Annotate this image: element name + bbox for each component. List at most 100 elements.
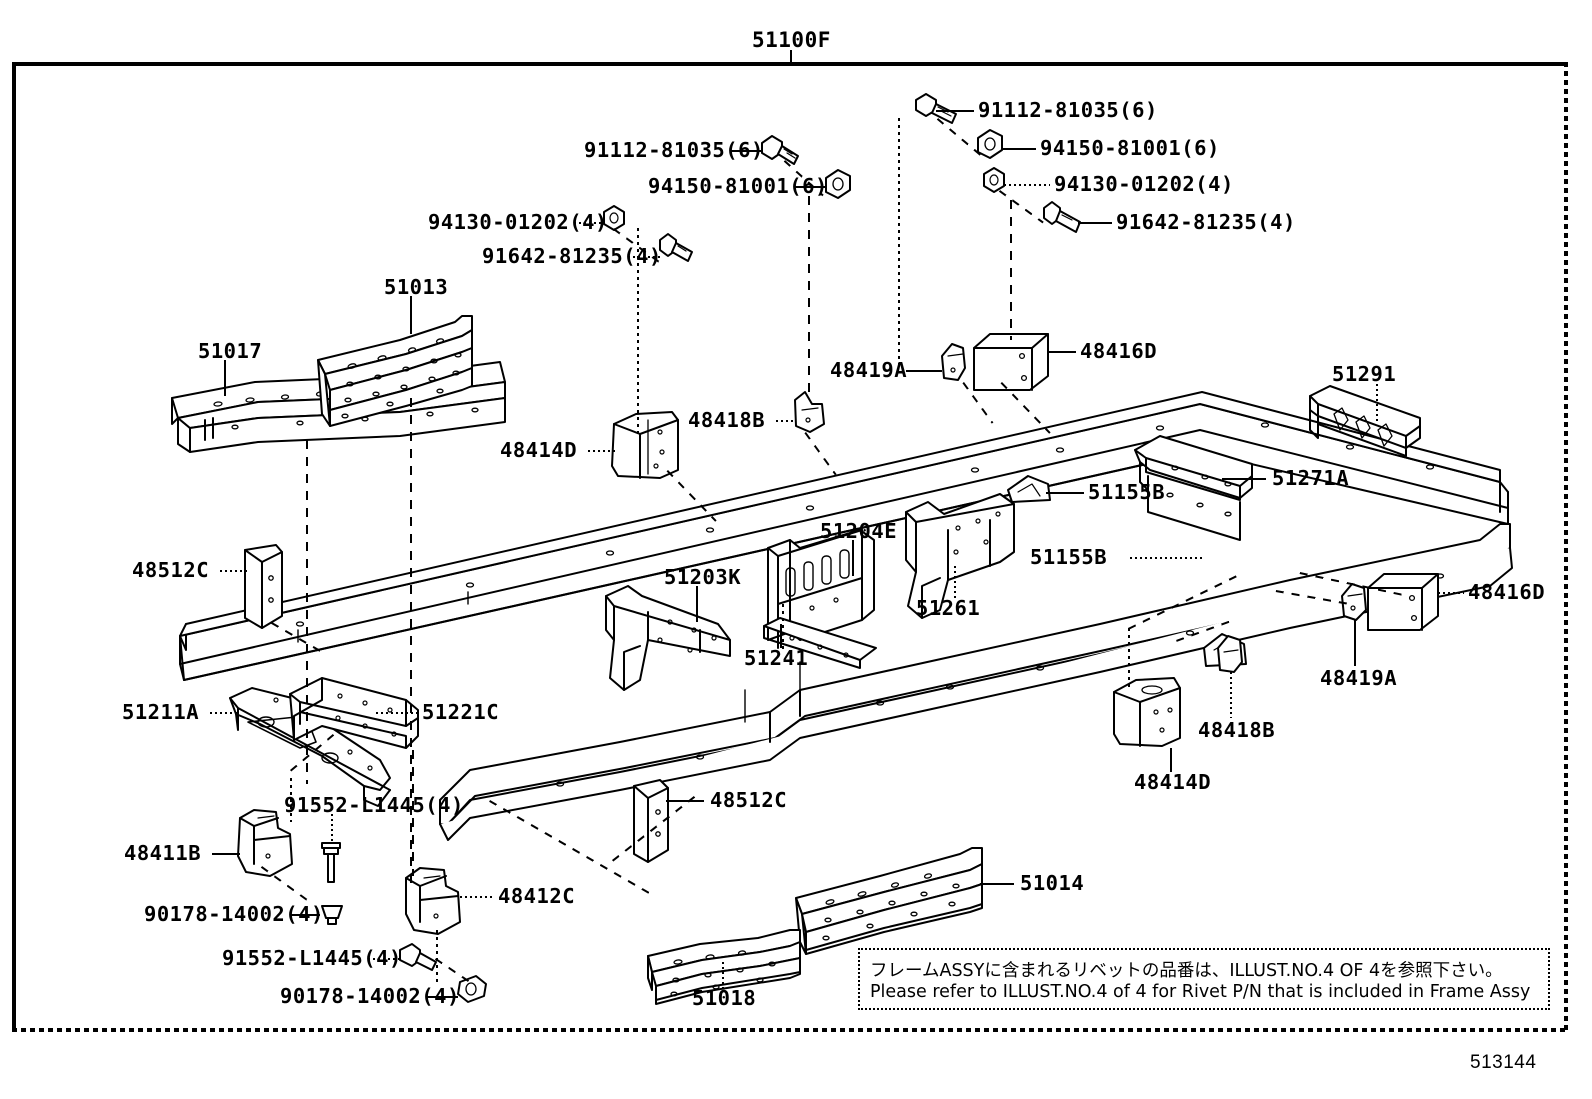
leader-91112-right [936,110,974,112]
leader-91552-upper [331,814,333,844]
leader-48411B [212,853,240,855]
bolt-91552-upper [322,843,340,882]
callout-51211A: 51211A [122,700,200,724]
leader-91552-lower [368,958,400,960]
callout-51014: 51014 [1020,871,1085,895]
nut-90178-upper [322,906,342,924]
callout-90178-14002-upper: 90178-14002(4) [144,902,324,926]
leader-91112-left [730,150,762,152]
leader-51241 [780,624,782,648]
nut-94130-right [984,168,1004,192]
leader-48512C-lower [666,800,704,802]
rivet-note-english: Please refer to ILLUST.NO.4 of 4 for Riv… [870,982,1531,1002]
callout-48416D-lower: 48416D [1468,580,1546,604]
bolt-91642-right [1044,202,1080,232]
callout-51261: 51261 [916,596,981,620]
bolt-91112-right [916,94,956,123]
callout-94130-01202-left: 94130-01202(4) [428,210,608,234]
construction-line-51221C [412,750,414,876]
leader-51018 [722,962,724,988]
part-48512C-upper-shape [245,545,282,628]
callout-51221C: 51221C [422,700,500,724]
callout-51241: 51241 [744,646,809,670]
leader-48414D-upper [588,450,616,452]
leader-90178-lower [426,996,458,998]
callout-91112-81035-right: 91112-81035(6) [978,98,1158,122]
leader-48414D-lower [1170,748,1172,772]
rivet-note-box: フレームASSYに含まれるリベットの品番は、ILLUST.NO.4 OF 4を参… [858,948,1550,1010]
part-48512C-lower-shape [634,780,668,862]
part-48419A-upper-shape [942,344,965,380]
part-48419A-lower-shape [1342,584,1366,620]
leader-94130-left [574,222,604,224]
callout-51203K: 51203K [664,565,742,589]
leader-94150-right [1002,148,1036,150]
callout-51291: 51291 [1332,362,1397,386]
leader-48419A-lower [1354,620,1356,666]
callout-48414D-upper: 48414D [500,438,578,462]
part-51241-shape [764,618,876,668]
part-48416D-upper-shape [974,334,1048,390]
leader-51155B-lower [1130,557,1202,559]
callout-90178-14002-lower: 90178-14002(4) [280,984,460,1008]
callout-48418B-lower: 48418B [1198,718,1276,742]
nut-94150-left [826,170,850,198]
part-51013-shape [318,316,472,426]
callout-91112-81035-left: 91112-81035(6) [584,138,764,162]
leader-91642-right [1078,222,1112,224]
leader-51271A [1222,478,1266,480]
rivet-note-japanese: フレームASSYに含まれるリベットの品番は、ILLUST.NO.4 OF 4を参… [870,961,1503,981]
callout-94150-81001-left: 94150-81001(6) [648,174,828,198]
construction-line-48411B [290,778,292,822]
leader-51014 [980,883,1014,885]
leader-48512C-upper [220,570,248,572]
callout-91642-81235-left: 91642-81235(4) [482,244,662,268]
leader-48418B-upper [776,420,796,422]
leader-51261 [954,566,956,598]
construction-line-51017 [306,440,308,784]
callout-48414D-lower: 48414D [1134,770,1212,794]
part-48416D-lower-shape [1368,574,1438,630]
callout-91552-L1445-lower: 91552-L1445(4) [222,946,402,970]
bolt-91552-lower [400,944,436,970]
diagram-border-left [12,62,16,1032]
leader-90178-upper [290,914,320,916]
callout-51271A: 51271A [1272,466,1350,490]
nut-90178-lower [458,976,486,1002]
part-51271A-shape [1135,436,1252,540]
part-48414D-upper-shape [612,412,678,478]
fastener-icons [322,94,1080,1002]
part-51203K-shape [606,586,730,690]
part-48418B-upper-shape [795,392,824,432]
leader-51204E [852,540,854,576]
diagram-border-bottom [12,1028,1568,1032]
construction-line-91112-right [898,118,900,366]
leader-51017 [224,360,226,396]
part-48418B-lower-shape [1218,636,1242,672]
callout-48419A-lower: 48419A [1320,666,1398,690]
drawing-number: 513144 [1470,1052,1537,1073]
leader-51013 [410,296,412,334]
leader-51211A [210,712,240,714]
part-51291-shape [1310,386,1420,456]
callout-91642-81235-right: 91642-81235(4) [1116,210,1296,234]
leader-94150-left [794,186,826,188]
part-51261-shape [906,494,1014,618]
construction-line-51013 [410,398,412,888]
callout-94150-81001-right: 94150-81001(6) [1040,136,1220,160]
nut-94130-left [604,206,624,230]
callout-91552-L1445-upper: 91552-L1445(4) [284,793,464,817]
construction-line-51204E [782,604,784,652]
leader-48412C [460,896,494,898]
callout-51013: 51013 [384,275,449,299]
leader-51221C [376,712,418,714]
callout-48418B-upper: 48418B [688,408,766,432]
callout-48419A-upper: 48419A [830,358,908,382]
leader-51155B-upper [1046,492,1084,494]
callout-51204E: 51204E [820,519,898,543]
part-51018-shape [648,930,800,1004]
diagram-title: 51100F [752,28,831,52]
diagram-border-top [12,62,1568,66]
